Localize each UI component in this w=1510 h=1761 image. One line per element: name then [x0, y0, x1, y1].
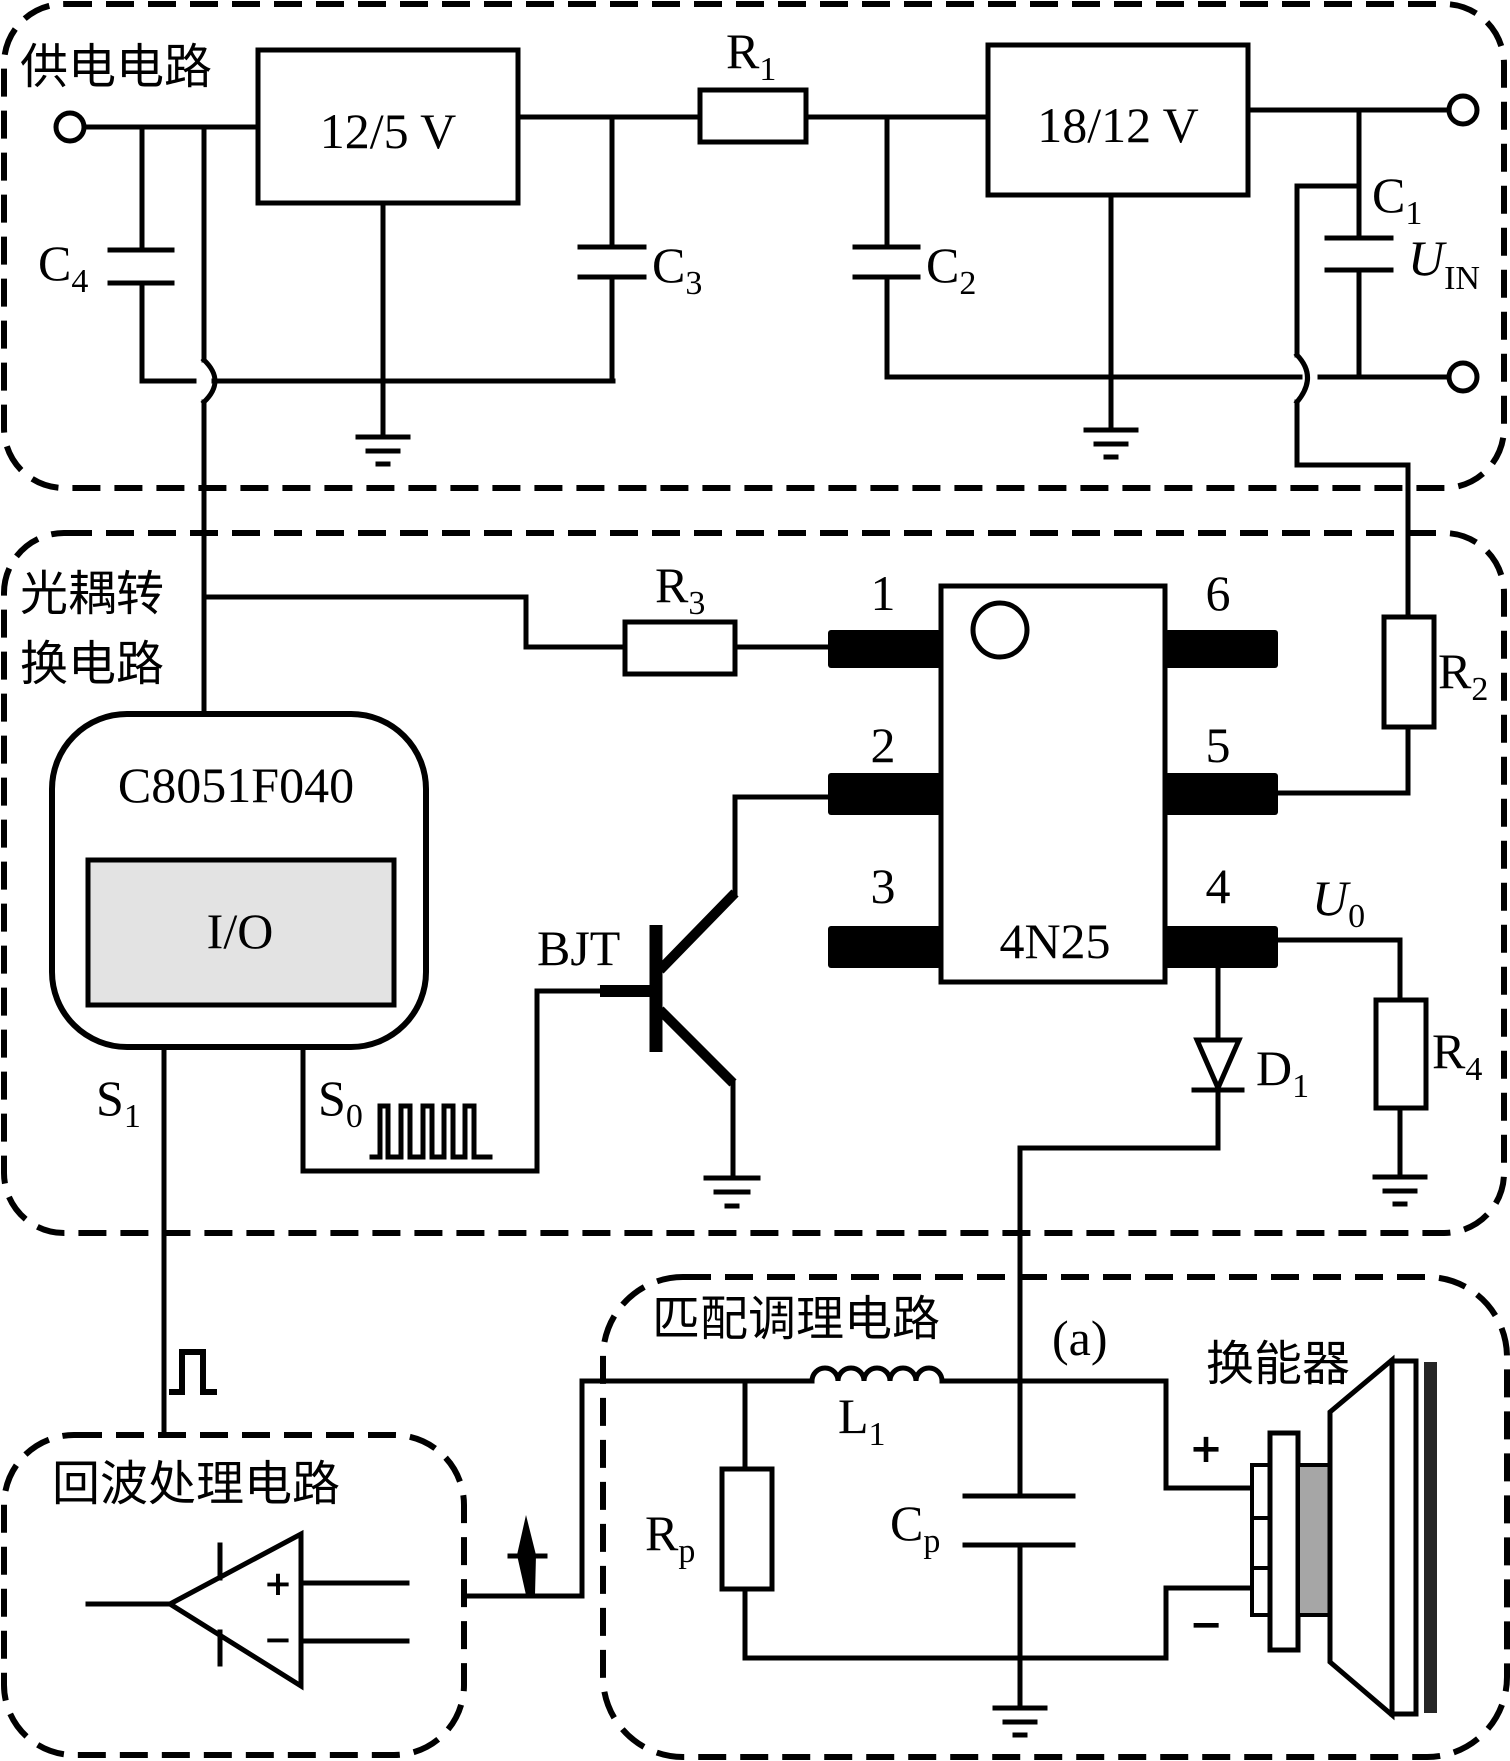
output-terminal-negative: [1446, 360, 1480, 394]
c4-label: C4: [38, 235, 88, 300]
bjt-transistor: [600, 794, 833, 1176]
u0-label: U0: [1312, 870, 1365, 935]
pin-4: [1165, 926, 1278, 968]
wire: [1275, 937, 1403, 1003]
optocoupler-section-boundary: [1, 530, 1507, 1236]
wire: [201, 594, 628, 650]
ground-icon: [703, 1175, 761, 1209]
pin-4-label: 4: [1206, 858, 1231, 914]
r1-label: R1: [726, 23, 776, 88]
wire: [463, 1378, 723, 1599]
mcu-label: C8051F040: [118, 757, 354, 813]
transducer-minus-sign: −: [1189, 1602, 1223, 1648]
regulator-18-12v: [985, 42, 1251, 198]
wire: [1294, 183, 1362, 358]
r4-label: R4: [1432, 1023, 1482, 1088]
transducer-icon: [1250, 1354, 1437, 1721]
bjt-label: BJT: [537, 920, 620, 976]
resistor-r3: [622, 619, 738, 677]
mcu-io-block: [85, 857, 397, 1008]
pin1-marker-icon: [970, 600, 1030, 660]
wire-crossover: [1293, 351, 1310, 406]
l1-label: L1: [838, 1388, 886, 1453]
rp-label: Rp: [645, 1505, 695, 1570]
c2-label: C2: [926, 237, 976, 302]
transducer-label: 换能器: [1206, 1336, 1350, 1392]
op-amp-icon: [165, 1529, 304, 1691]
c3-label: C3: [652, 237, 702, 302]
wire: [1294, 399, 1411, 620]
pin-5-label: 5: [1206, 717, 1231, 773]
echo-section-label: 回波处理电路: [52, 1456, 340, 1512]
input-terminal: [53, 110, 87, 144]
pin-6-label: 6: [1206, 565, 1231, 621]
op-amp-plus-sign: +: [264, 1564, 293, 1604]
cp-label: Cp: [890, 1495, 940, 1560]
ground-bus: [884, 274, 1303, 380]
matching-circuit: L1 (a) Rp Cp + − 换能器: [645, 1310, 1437, 1738]
resistor-r1: [697, 87, 809, 145]
ground-icon: [1372, 1174, 1428, 1207]
diode-d1: [1193, 1037, 1243, 1095]
resistor-r2: [1381, 614, 1437, 730]
output-terminal-positive: [1446, 93, 1480, 127]
wire: [742, 1585, 1255, 1661]
resistor-rp: [719, 1466, 775, 1592]
power-supply-circuit: C4 12/5 V C3 R1 C2: [38, 23, 1480, 720]
regulator-12-5v-label: 12/5 V: [320, 103, 457, 159]
pulse-train-icon: [369, 1103, 493, 1160]
power-section-label: 供电电路: [20, 39, 212, 95]
node-a-label: (a): [1052, 1310, 1108, 1366]
ground-icon: [355, 434, 411, 467]
pin-6: [1165, 630, 1278, 668]
regulator-18-12v-label: 18/12 V: [1037, 97, 1199, 153]
regulator-12-5v: [255, 47, 521, 206]
pin-3-label: 3: [871, 858, 896, 914]
matching-section-label: 匹配调理电路: [652, 1291, 940, 1347]
wire-s0: [300, 988, 603, 1174]
optocoupler-section-label-line2: 换电路: [20, 636, 164, 692]
c1-label: C1: [1372, 167, 1422, 232]
pin-2-label: 2: [871, 717, 896, 773]
pin-3: [828, 926, 941, 968]
resistor-r4: [1373, 997, 1429, 1111]
transducer-plus-sign: +: [1189, 1426, 1223, 1472]
s0-label: S0: [318, 1070, 363, 1135]
optocoupler-section-label-line1: 光耦转: [20, 566, 164, 622]
optocoupler-label: 4N25: [999, 913, 1110, 969]
inductor-l1: [717, 1365, 1255, 1491]
optocoupler-4n25: [938, 583, 1168, 985]
single-pulse-icon: [169, 1349, 217, 1395]
r3-label: R3: [655, 557, 705, 622]
d1-label: D1: [1256, 1040, 1309, 1105]
power-section-boundary: [1, 1, 1507, 491]
wire: [1275, 724, 1411, 796]
wire: [1017, 1087, 1221, 1385]
op-amp-minus-sign: −: [264, 1620, 293, 1660]
matching-section-boundary: [600, 1274, 1510, 1760]
echo-processing-circuit: + −: [85, 1378, 723, 1691]
mcu-io-label: I/O: [207, 903, 274, 959]
r2-label: R2: [1438, 643, 1488, 708]
wire: [139, 280, 197, 384]
s1-label: S1: [96, 1070, 141, 1135]
pin-5: [1165, 773, 1278, 815]
optocoupler-circuit: R3 4N25 1 2 3 4 5 6 R2 U0 R4: [49, 557, 1488, 1435]
pin-2: [828, 773, 941, 815]
ground-icon: [1083, 427, 1139, 460]
ground-icon: [992, 1705, 1048, 1738]
uin-label: UIN: [1408, 230, 1480, 297]
pin-1-label: 1: [871, 565, 896, 621]
pin-1: [828, 630, 941, 668]
